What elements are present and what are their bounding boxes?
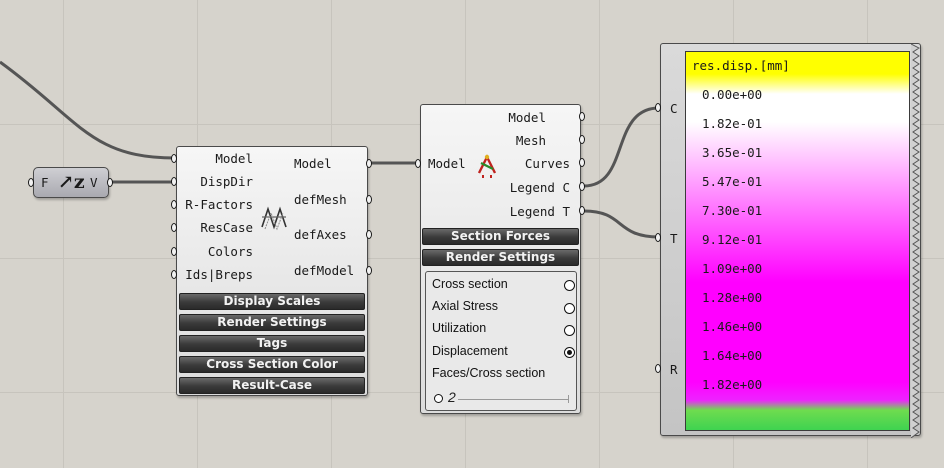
legend-grip-r[interactable] — [655, 364, 661, 373]
legend-value-4: 7.30e-01 — [702, 203, 763, 218]
option-cross-section-label: Cross section — [432, 277, 508, 291]
legend-value-5: 9.12e-01 — [702, 232, 763, 247]
beamview-icon — [477, 154, 497, 178]
beamview-output-curves: Curves — [524, 156, 570, 171]
legend-input-r: R — [670, 362, 678, 377]
wire-incoming-model[interactable] — [0, 60, 176, 160]
beamview-output-legend-t: Legend T — [509, 204, 570, 219]
legend-grip-c[interactable] — [655, 103, 661, 112]
option-displacement-radio[interactable] — [564, 347, 575, 358]
legend-value-1: 1.82e-01 — [702, 116, 763, 131]
deform-render-settings-button[interactable]: Render Settings — [179, 314, 365, 331]
beamview-grip-out-mesh[interactable] — [579, 135, 585, 144]
deform-output-defaxes: defAxes — [294, 227, 347, 242]
tags-button[interactable]: Tags — [179, 335, 365, 352]
beamview-input-model: Model — [428, 156, 466, 171]
deform-grip-out-defmodel[interactable] — [366, 266, 372, 275]
deform-grip-model[interactable] — [171, 154, 177, 163]
wire-legendc-c[interactable] — [583, 106, 660, 188]
deform-input-rescase: ResCase — [200, 220, 253, 235]
deform-icon — [261, 206, 287, 231]
deform-output-defmodel: defModel — [294, 263, 355, 278]
legend-value-6: 1.09e+00 — [702, 261, 763, 276]
deform-output-defmesh: defMesh — [294, 192, 347, 207]
legend-input-t: T — [670, 231, 678, 246]
deform-input-model: Model — [215, 151, 253, 166]
cross-section-color-button[interactable]: Cross Section Color — [179, 356, 365, 373]
vector-param-component[interactable]: F ↗z V — [33, 167, 109, 198]
beamview-output-legend-c: Legend C — [509, 180, 570, 195]
deform-input-dispdir: DispDir — [200, 174, 253, 189]
deform-grip-dispdir[interactable] — [171, 177, 177, 186]
legend-grip-t[interactable] — [655, 233, 661, 242]
vector-input-label: F — [41, 175, 49, 190]
legend-value-8: 1.46e+00 — [702, 319, 763, 334]
option-displacement-label: Displacement — [432, 344, 508, 358]
vector-output-grip[interactable] — [107, 178, 113, 187]
beamview-grip-out-model[interactable] — [579, 112, 585, 121]
option-axial-stress-label: Axial Stress — [432, 299, 498, 313]
legend-value-2: 3.65e-01 — [702, 145, 763, 160]
beamview-grip-out-curves[interactable] — [579, 158, 585, 167]
deform-output-model: Model — [294, 156, 332, 171]
legend-value-3: 5.47e-01 — [702, 174, 763, 189]
vector-input-grip[interactable] — [28, 178, 34, 187]
deform-component[interactable]: Model DispDir R-Factors ResCase Colors I… — [176, 146, 368, 396]
deform-input-idsbreps: Ids|Breps — [185, 267, 253, 282]
beamview-grip-out-legend-c[interactable] — [579, 182, 585, 191]
beamview-render-settings-button[interactable]: Render Settings — [422, 249, 579, 266]
deform-grip-idsbreps[interactable] — [171, 270, 177, 279]
vector-output-label: V — [90, 175, 98, 190]
legend-color-scale: res.disp.[mm] 0.00e+00 1.82e-01 3.65e-01… — [685, 51, 910, 431]
faces-slider-track[interactable] — [458, 399, 568, 400]
faces-slider-knob[interactable] — [434, 394, 443, 403]
deform-input-colors: Colors — [207, 244, 253, 259]
beamview-component[interactable]: Model Model Mesh Curves Legend C Legend … — [420, 104, 581, 414]
deform-grip-out-model[interactable] — [366, 159, 372, 168]
display-scales-button[interactable]: Display Scales — [179, 293, 365, 310]
faces-slider-end — [568, 395, 569, 403]
result-case-button[interactable]: Result-Case — [179, 377, 365, 394]
faces-cross-section-label: Faces/Cross section — [432, 366, 546, 380]
beamview-output-model: Model — [508, 110, 546, 125]
deform-grip-rfactors[interactable] — [171, 200, 177, 209]
deform-grip-out-defaxes[interactable] — [366, 230, 372, 239]
beamview-grip-in-model[interactable] — [415, 159, 421, 168]
wire-legendt-t[interactable] — [583, 209, 660, 239]
deform-input-rfactors: R-Factors — [185, 197, 253, 212]
legend-component[interactable]: C T R res.disp.[mm] 0.00e+00 1.82e-01 3.… — [660, 43, 921, 438]
deform-grip-colors[interactable] — [171, 247, 177, 256]
option-utilization-radio[interactable] — [564, 325, 575, 336]
legend-value-7: 1.28e+00 — [702, 290, 763, 305]
option-utilization-label: Utilization — [432, 321, 487, 335]
legend-resize-edge[interactable] — [911, 44, 921, 438]
legend-value-10: 1.82e+00 — [702, 377, 763, 392]
deform-grip-rescase[interactable] — [171, 223, 177, 232]
beamview-grip-out-legend-t[interactable] — [579, 206, 585, 215]
faces-slider-value: 2 — [448, 389, 456, 405]
beamview-output-mesh: Mesh — [515, 133, 546, 148]
option-axial-stress-radio[interactable] — [564, 303, 575, 314]
vector-z-icon: ↗z — [58, 171, 85, 193]
deform-grip-out-defmesh[interactable] — [366, 195, 372, 204]
option-cross-section-radio[interactable] — [564, 280, 575, 291]
legend-title: res.disp.[mm] — [692, 58, 790, 73]
legend-value-9: 1.64e+00 — [702, 348, 763, 363]
legend-input-c: C — [670, 101, 678, 116]
display-options-panel: Cross section Axial Stress Utilization D… — [425, 271, 577, 411]
section-forces-button[interactable]: Section Forces — [422, 228, 579, 245]
legend-value-0: 0.00e+00 — [702, 87, 763, 102]
